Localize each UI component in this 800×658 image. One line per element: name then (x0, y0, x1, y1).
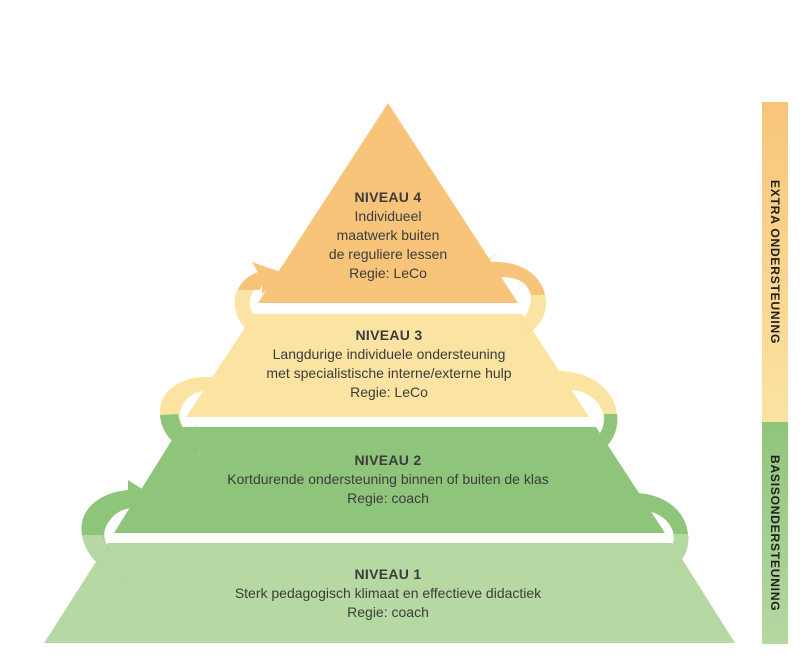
level-3-line: Langdurige individuele ondersteuning (272, 346, 506, 362)
level-4-regie: Regie: LeCo (349, 265, 427, 281)
cycle-arrow-icon (596, 414, 618, 450)
level-4-line: de reguliere lessen (328, 246, 448, 262)
cycle-arrow-icon (82, 535, 128, 578)
cycle-arrow-icon (520, 288, 546, 336)
level-4-text: NIVEAU 4 Individueel maatwerk buiten de … (300, 188, 476, 283)
sidebar-basis-label: BASISONDERSTEUNING (768, 454, 782, 612)
level-2-regie: Regie: coach (347, 490, 429, 506)
sidebar-basisondersteuning: BASISONDERSTEUNING (762, 422, 788, 644)
level-1-text: NIVEAU 1 Sterk pedagogisch klimaat en ef… (150, 565, 626, 622)
level-3-line: met specialistische interne/externe hulp (266, 365, 512, 381)
cycle-arrow-icon (665, 534, 689, 568)
level-2-title: NIVEAU 2 (354, 452, 422, 468)
level-1-line: Sterk pedagogisch klimaat en effectieve … (234, 585, 542, 601)
level-4-title: NIVEAU 4 (354, 189, 422, 205)
cycle-arrow-icon (238, 262, 286, 294)
level-4-line: Individueel (354, 208, 422, 224)
level-4-line: maatwerk buiten (336, 227, 440, 243)
level-2-line: Kortdurende ondersteuning binnen of buit… (227, 471, 549, 487)
sidebar-extra-ondersteuning: EXTRA ONDERSTEUNING (762, 102, 788, 422)
level-3-text: NIVEAU 3 Langdurige individuele onderste… (224, 326, 554, 402)
cycle-arrow-icon (546, 362, 618, 450)
level-3-title: NIVEAU 3 (355, 327, 423, 343)
pyramid-level-3 (186, 314, 589, 417)
level-1-regie: Regie: coach (347, 604, 429, 620)
cycle-arrow-icon (160, 414, 200, 456)
pyramid-level-4 (258, 103, 518, 303)
sidebar-extra-label: EXTRA ONDERSTEUNING (768, 179, 782, 345)
level-1-title: NIVEAU 1 (354, 566, 422, 582)
pyramid-level-2 (114, 427, 665, 533)
level-2-text: NIVEAU 2 Kortdurende ondersteuning binne… (180, 451, 596, 508)
sidebar-bar-basis (762, 422, 788, 644)
pyramid-level-1 (44, 543, 735, 643)
level-3-regie: Regie: LeCo (350, 384, 428, 400)
sidebar-bar-extra (762, 102, 788, 422)
cycle-arrow-icon (622, 484, 689, 568)
